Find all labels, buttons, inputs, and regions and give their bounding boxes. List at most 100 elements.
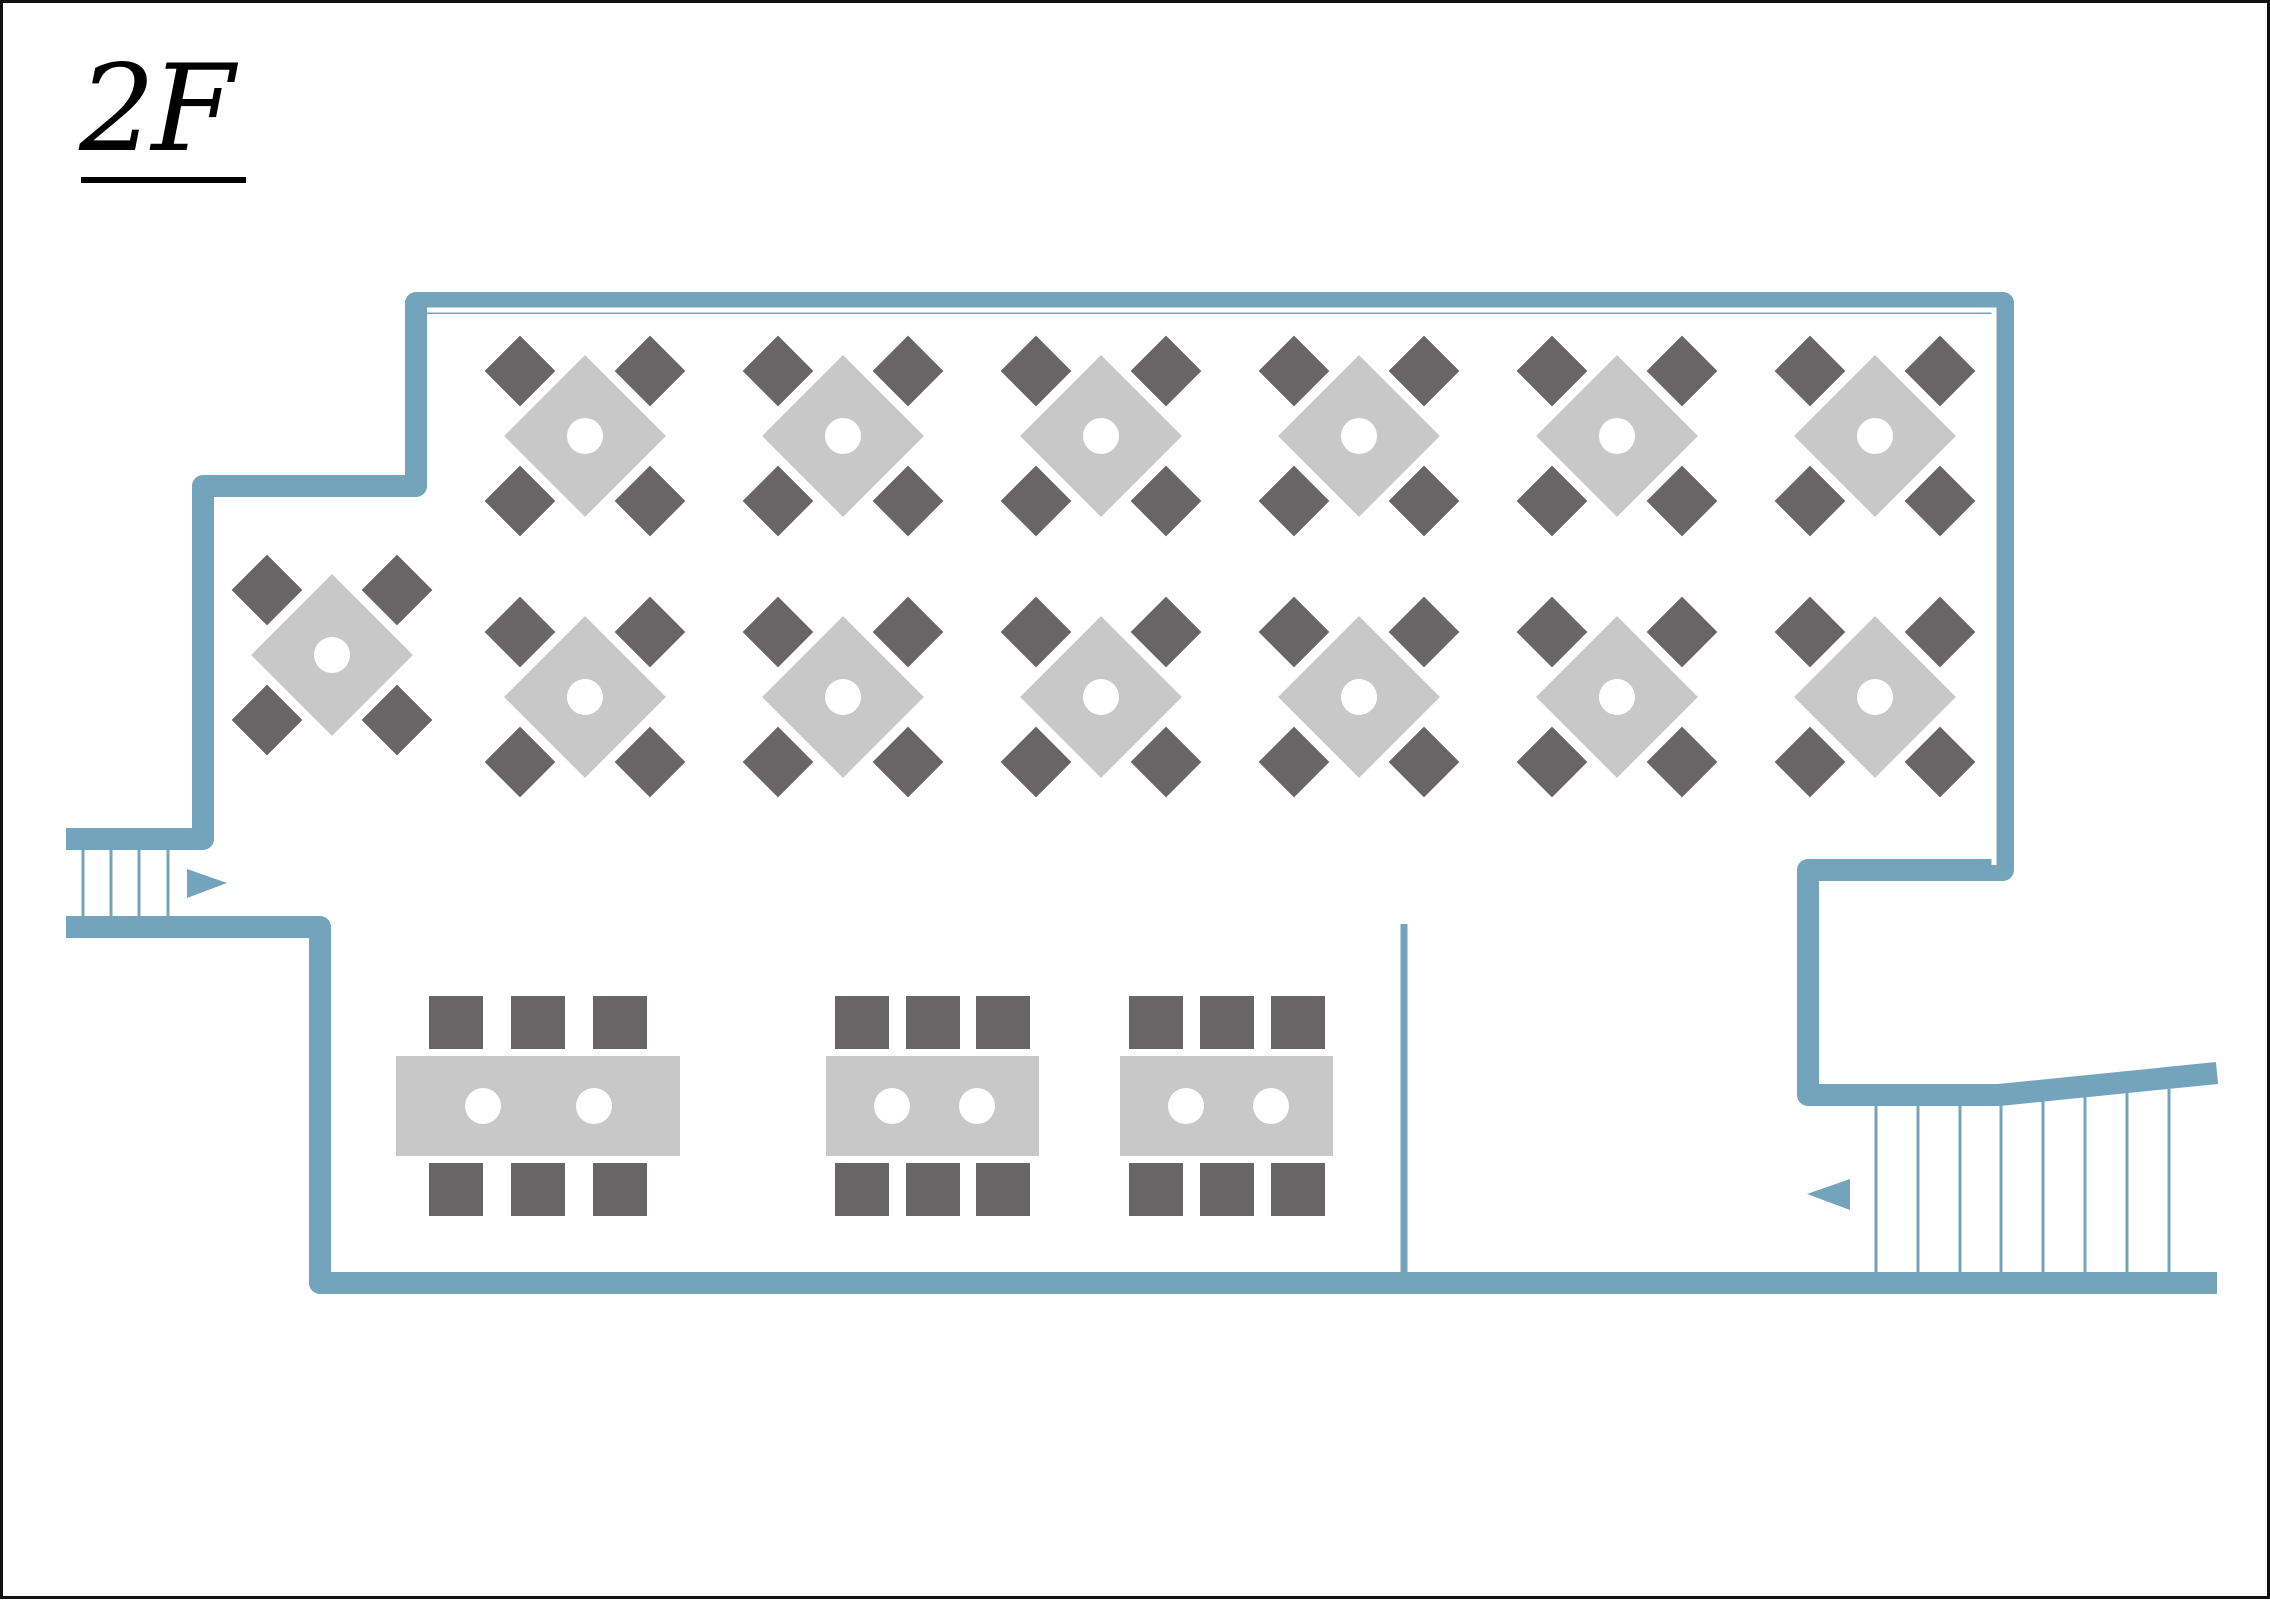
- outer-wall: [66, 292, 2219, 1294]
- chair: [1516, 465, 1588, 537]
- chair: [1130, 465, 1202, 537]
- chair: [614, 596, 686, 668]
- chair: [511, 996, 565, 1049]
- right-stairs[interactable]: [1874, 1089, 2171, 1272]
- chair: [1000, 465, 1072, 537]
- chair: [742, 596, 814, 668]
- chair: [614, 335, 686, 407]
- diamond-table-set: [1258, 335, 1460, 537]
- chair: [1258, 726, 1330, 798]
- table-hole: [1857, 679, 1893, 715]
- table-hole: [465, 1088, 501, 1124]
- chair: [1646, 596, 1718, 668]
- diamond-table-set: [1000, 335, 1202, 537]
- table-hole: [1083, 679, 1119, 715]
- chair: [1516, 596, 1588, 668]
- chair: [1271, 1163, 1325, 1216]
- table-hole: [1341, 679, 1377, 715]
- floor-plan: [66, 292, 2219, 1294]
- inner-wall-gap: [427, 307, 1997, 865]
- chair: [484, 335, 556, 407]
- chair: [1904, 465, 1976, 537]
- chair: [872, 726, 944, 798]
- chair: [742, 335, 814, 407]
- chair: [361, 684, 433, 756]
- floor-label: 2F: [79, 40, 235, 179]
- chair: [1646, 335, 1718, 407]
- chair: [1516, 726, 1588, 798]
- long-table: [826, 1056, 1039, 1156]
- long-table: [1120, 1056, 1333, 1156]
- table-hole: [825, 418, 861, 454]
- chair: [906, 1163, 960, 1216]
- chair: [593, 1163, 647, 1216]
- stairs-arrow-left: [1807, 1179, 1850, 1210]
- chair: [742, 465, 814, 537]
- table-hole: [1599, 418, 1635, 454]
- chair: [872, 335, 944, 407]
- chair: [429, 1163, 483, 1216]
- chair: [1388, 335, 1460, 407]
- diamond-table-set: [742, 596, 944, 798]
- chair: [1000, 596, 1072, 668]
- chair: [1258, 465, 1330, 537]
- chair: [1129, 996, 1183, 1049]
- chair: [614, 726, 686, 798]
- diamond-table-set: [1516, 596, 1718, 798]
- long-table-set: [826, 996, 1039, 1216]
- chair: [1200, 996, 1254, 1049]
- long-table-set: [396, 996, 680, 1216]
- chair: [872, 596, 944, 668]
- chair: [484, 726, 556, 798]
- chair: [872, 465, 944, 537]
- chair: [1904, 596, 1976, 668]
- chair: [231, 554, 303, 626]
- diamond-table-set: [484, 335, 686, 537]
- table-hole: [314, 637, 350, 673]
- diamond-table-set: [1774, 335, 1976, 537]
- table-hole: [567, 679, 603, 715]
- table-hole: [1168, 1088, 1204, 1124]
- chair: [1774, 465, 1846, 537]
- diamond-table-set: [1516, 335, 1718, 537]
- chair: [231, 684, 303, 756]
- diamond-table-set: [742, 335, 944, 537]
- floor-label-underline: [81, 177, 246, 183]
- table-hole: [1083, 418, 1119, 454]
- table-hole: [1599, 679, 1635, 715]
- long-table: [396, 1056, 680, 1156]
- diamond-table-set: [484, 596, 686, 798]
- chair: [1774, 726, 1846, 798]
- diamond-table-set: [1774, 596, 1976, 798]
- chair: [484, 465, 556, 537]
- chair: [1271, 996, 1325, 1049]
- chair: [1258, 335, 1330, 407]
- diamond-table-set: [231, 554, 433, 756]
- chair: [906, 996, 960, 1049]
- chair: [361, 554, 433, 626]
- chair: [1388, 726, 1460, 798]
- chair: [593, 996, 647, 1049]
- chair: [1000, 335, 1072, 407]
- chair: [976, 996, 1030, 1049]
- chair: [1258, 596, 1330, 668]
- chair: [484, 596, 556, 668]
- diamond-table-set: [1258, 596, 1460, 798]
- table-hole: [1857, 418, 1893, 454]
- chair: [976, 1163, 1030, 1216]
- chair: [1130, 596, 1202, 668]
- table-hole: [567, 418, 603, 454]
- left-entrance-stairs[interactable]: [81, 850, 170, 916]
- table-hole: [874, 1088, 910, 1124]
- furniture: [231, 335, 1976, 1216]
- chair: [1129, 1163, 1183, 1216]
- chair: [1516, 335, 1588, 407]
- table-hole: [959, 1088, 995, 1124]
- long-table-set: [1120, 996, 1333, 1216]
- chair: [1388, 596, 1460, 668]
- chair: [1904, 335, 1976, 407]
- chair: [1130, 335, 1202, 407]
- chair: [1000, 726, 1072, 798]
- table-hole: [825, 679, 861, 715]
